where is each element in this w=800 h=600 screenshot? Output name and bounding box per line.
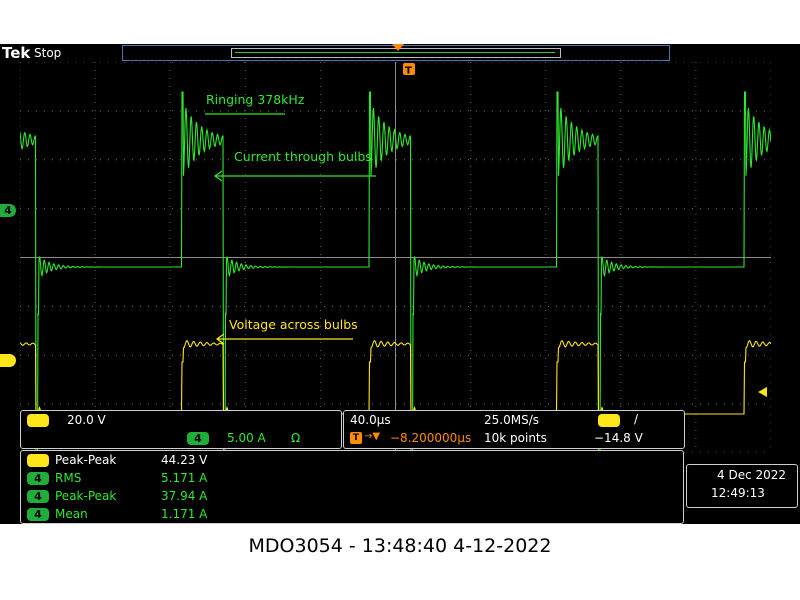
voltage-annotation: Voltage across bulbs <box>229 317 358 332</box>
ch4-badge: 4 <box>187 432 209 445</box>
measurements-panel[interactable]: 1 Peak-Peak 44.23 V 4 RMS 5.171 A 4 Peak… <box>20 450 684 524</box>
ch4-scale: 5.00 A <box>227 431 266 445</box>
trigger-slope-icon: / <box>634 412 639 426</box>
trigger-position-label: T <box>405 66 412 77</box>
time: 12:49:13 <box>711 486 765 500</box>
measurement-value: 1.171 A <box>161 507 208 521</box>
voltage-arrowhead <box>215 333 225 345</box>
capture-caption: MDO3054 - 13:48:40 4-12-2022 <box>248 535 552 557</box>
trigger-position-icon[interactable] <box>403 63 415 75</box>
ch4-ground-marker[interactable]: 4 <box>0 204 16 217</box>
trigger-level: −14.8 V <box>594 431 643 445</box>
delay-arrow-icon: →▼ <box>364 431 381 442</box>
datetime-panel: 4 Dec 2022 12:49:13 <box>686 464 798 508</box>
ch4-current-trace <box>20 91 771 453</box>
vertical-settings-panel[interactable]: 1 20.0 V 4 5.00 A Ω <box>20 410 342 449</box>
ringing-annotation: Ringing 378kHz <box>206 92 305 107</box>
overview-trigger-icon <box>392 44 404 51</box>
measurement-name: Mean <box>55 507 88 521</box>
record-trace-line <box>235 52 555 53</box>
measurement-channel-badge: 4 <box>27 508 49 521</box>
measurement-channel-badge: 1 <box>27 454 49 467</box>
measurement-value: 5.171 A <box>161 471 208 485</box>
ch1-scale: 20.0 V <box>67 413 106 427</box>
trigger-delay-icon: T <box>350 432 362 444</box>
ch4-coupling-icon: Ω <box>291 431 301 445</box>
ch1-badge: 1 <box>27 414 49 427</box>
brand-logo: Tek <box>2 44 31 62</box>
measurement-name: Peak-Peak <box>55 489 117 503</box>
trigger-source-badge: 1 <box>598 414 620 427</box>
current-arrowhead <box>213 170 223 182</box>
measurement-channel-badge: 4 <box>27 472 49 485</box>
measurement-name: Peak-Peak <box>55 453 117 467</box>
measurement-value: 37.94 A <box>161 489 208 503</box>
ch1-ground-marker[interactable]: 1 <box>0 354 16 367</box>
horizontal-trigger-panel[interactable]: 40.0µs 25.0MS/s 1 / T →▼ −8.200000µs 10k… <box>343 410 685 449</box>
graticule: Ringing 378kHz Current through bulbs Vol… <box>20 62 771 453</box>
current-annotation: Current through bulbs <box>234 149 372 164</box>
timebase: 40.0µs <box>350 413 391 427</box>
measurement-channel-badge: 4 <box>27 490 49 503</box>
measurement-name: RMS <box>55 471 82 485</box>
record-length: 10k points <box>484 431 547 445</box>
grid <box>20 62 771 453</box>
oscilloscope-screen: Tek Stop Ringing 378kHz Current through … <box>0 44 800 524</box>
sample-rate: 25.0MS/s <box>484 413 539 427</box>
measurement-value: 44.23 V <box>161 453 208 467</box>
trigger-level-icon[interactable] <box>758 387 767 397</box>
trigger-delay: −8.200000µs <box>390 431 472 445</box>
run-state: Stop <box>34 46 62 60</box>
date: 4 Dec 2022 <box>717 468 787 482</box>
